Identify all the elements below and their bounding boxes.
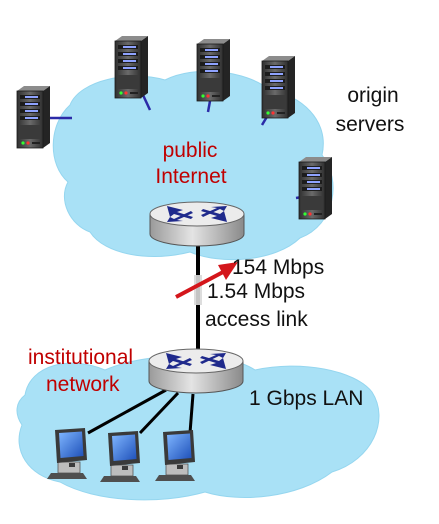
institutional-network-cloud [16,355,380,501]
institutional-label: institutional [28,346,134,369]
public-label: public [162,139,218,162]
new-speed-label: 154 Mbps [232,256,325,279]
origin-label: origin [347,84,399,107]
lan-links [87,388,195,435]
internet-label: Internet [155,165,227,188]
upgrade-arrow [175,262,238,299]
server-icon [261,55,296,119]
router-icon [149,201,245,247]
server-icon [298,156,333,220]
server-icon [114,35,149,99]
network-label: network [46,373,120,396]
old-speed-label: 1.54 Mbps [207,280,306,303]
router-icon [148,348,244,394]
servers-label: servers [335,113,405,136]
access-link-highlight [194,275,202,305]
lan-speed-label: 1 Gbps LAN [249,387,364,410]
access-link-label: access link [205,308,308,331]
server-icon [196,38,231,102]
server-icon [16,85,51,149]
